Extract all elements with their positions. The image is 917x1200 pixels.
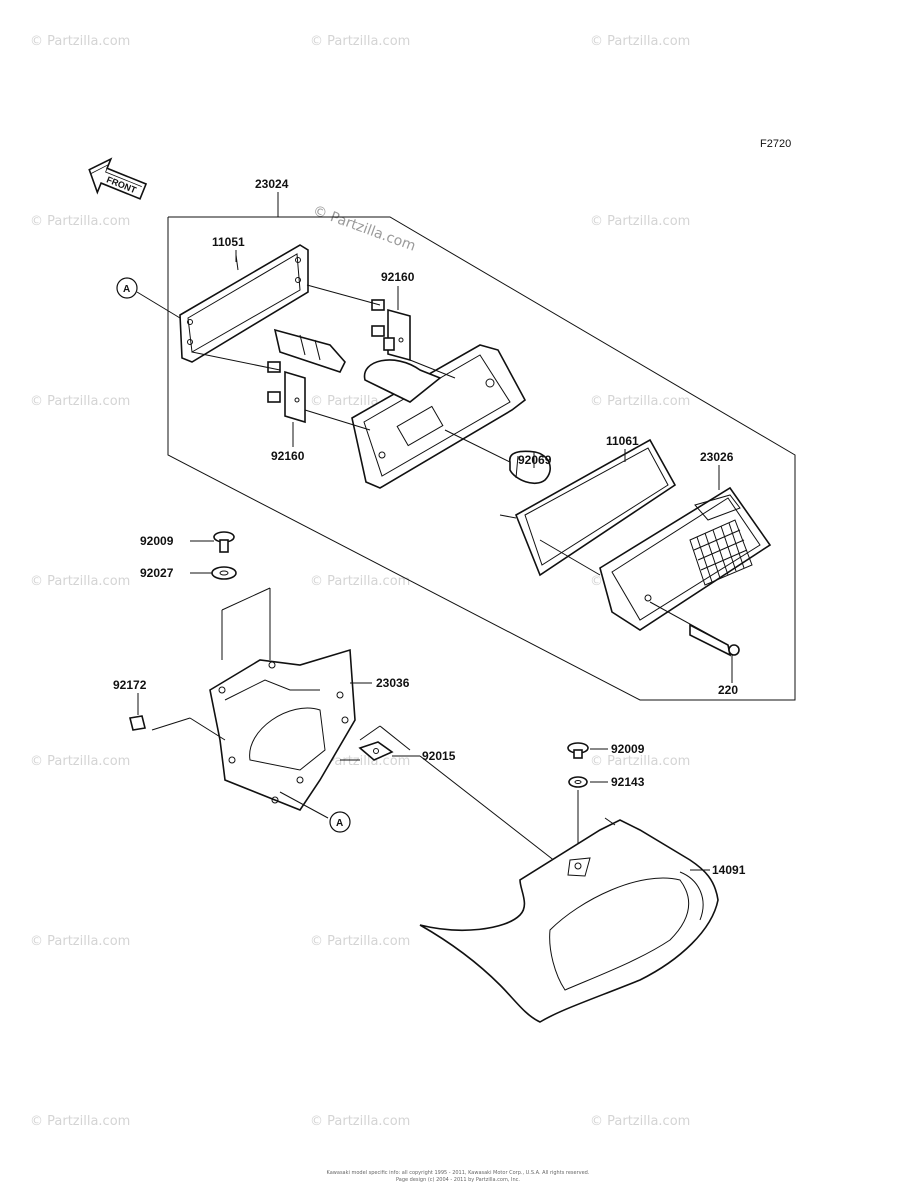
- part-number-92009-left: 92009: [140, 534, 174, 548]
- lens-grid: [689, 519, 753, 586]
- gasket-11061: [514, 438, 677, 577]
- watermark: © Partzilla.com: [30, 34, 130, 49]
- footer-copyright: Kawasaki model specific info: all copyri…: [327, 1170, 590, 1183]
- assembly-outline: [167, 192, 796, 701]
- part-number-23036: 23036: [376, 676, 410, 690]
- part-number-92172: 92172: [113, 678, 147, 692]
- svg-text:A: A: [336, 818, 343, 829]
- part-number-92027: 92027: [140, 566, 174, 580]
- part-number-92160-bottom: 92160: [271, 449, 305, 463]
- watermark: © Partzilla.com: [30, 394, 130, 409]
- part-number-92015: 92015: [422, 749, 456, 763]
- part-number-92009-right: 92009: [611, 742, 645, 756]
- bolt-92172: [129, 693, 146, 731]
- part-number-14091: 14091: [712, 863, 746, 877]
- bracket-23036: [151, 587, 372, 819]
- lamp-housing: [304, 344, 527, 489]
- watermark: © Partzilla.com: [590, 34, 690, 49]
- watermark: © Partzilla.com: [30, 574, 130, 589]
- watermark: © Partzilla.com: [310, 754, 410, 769]
- bulb-shaft: [273, 328, 346, 373]
- bulb-92069: [444, 429, 551, 485]
- part-number-11061: 11061: [606, 434, 639, 448]
- watermark: © Partzilla.com: [310, 1114, 410, 1129]
- watermark: © Partzilla.com: [590, 394, 690, 409]
- part-number-11051: 11051: [212, 235, 245, 249]
- watermark: © Partzilla.com: [590, 214, 690, 229]
- screw-92009-left: [190, 531, 235, 553]
- socket-92160-top: [306, 284, 411, 362]
- lens-23026: [499, 486, 772, 631]
- part-labels: 23024 11051 92160 92160 92069 11061 2302…: [113, 177, 746, 877]
- socket-92160-bottom: [191, 351, 306, 424]
- watermark-center: © Partzilla.com: [311, 203, 418, 255]
- callout-a-bottom: A: [329, 811, 351, 833]
- watermark: © Partzilla.com: [310, 934, 410, 949]
- watermark: © Partzilla.com: [30, 1114, 130, 1129]
- screw-92009-right: [567, 742, 608, 759]
- watermark: © Partzilla.com: [30, 214, 130, 229]
- figure-code: F2720: [760, 138, 791, 150]
- watermark: © Partzilla.com: [30, 934, 130, 949]
- screw-220: [649, 601, 740, 683]
- svg-text:A: A: [123, 284, 130, 295]
- cover-14091: [419, 817, 719, 1023]
- washer-92027: [190, 566, 237, 580]
- watermark: © Partzilla.com: [310, 34, 410, 49]
- watermark: © Partzilla.com: [310, 574, 410, 589]
- watermark: © Partzilla.com: [590, 1114, 690, 1129]
- gasket-11051: [179, 244, 309, 363]
- callout-a-top: A: [116, 277, 181, 319]
- part-number-92160-top: 92160: [381, 270, 415, 284]
- part-number-92143: 92143: [611, 775, 645, 789]
- part-number-23024: 23024: [255, 177, 289, 191]
- footer-line-1: Kawasaki model specific info: all copyri…: [327, 1170, 590, 1176]
- part-number-23026: 23026: [700, 450, 734, 464]
- front-arrow-icon: FRONT: [88, 157, 148, 200]
- part-number-220: 220: [718, 683, 738, 697]
- watermark: © Partzilla.com: [30, 754, 130, 769]
- watermark: © Partzilla.com: [590, 754, 690, 769]
- part-number-92069: 92069: [518, 453, 552, 467]
- nut-92015: [340, 725, 561, 866]
- footer-line-2: Page design (c) 2004 - 2011 by Partzilla…: [396, 1177, 520, 1183]
